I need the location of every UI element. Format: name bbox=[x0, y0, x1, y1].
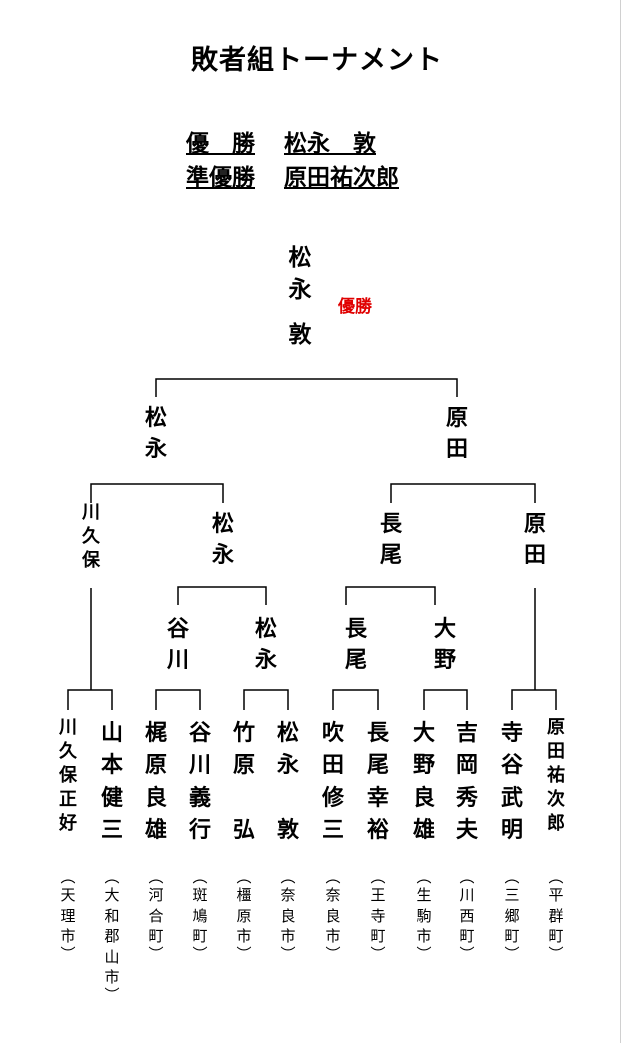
player-town: ︵奈良市︶ bbox=[280, 868, 296, 963]
final-left: 松永 bbox=[144, 406, 167, 462]
quarter-c: 長尾 bbox=[344, 617, 367, 673]
player-town: ︵三郷町︶ bbox=[504, 868, 520, 963]
semi-b: 松永 bbox=[211, 512, 234, 568]
player-town: ︵奈良市︶ bbox=[325, 868, 341, 963]
player-name: 吹田修三 bbox=[321, 721, 344, 843]
runner-up-label: 準優勝 bbox=[186, 165, 255, 191]
player-town: ︵大和郡山市︶ bbox=[104, 868, 120, 1004]
player-town: ︵平群町︶ bbox=[548, 868, 564, 963]
player-town: ︵橿原市︶ bbox=[236, 868, 252, 963]
player-name: 谷川義行 bbox=[188, 721, 211, 843]
semi-d: 原田 bbox=[523, 512, 546, 568]
player-name: 川久保正好 bbox=[59, 717, 77, 835]
winner-name: 松 永 敦 bbox=[288, 245, 312, 349]
page-border bbox=[620, 0, 621, 1043]
runner-up-name: 原田祐次郎 bbox=[284, 165, 399, 191]
player-name: 長尾幸裕 bbox=[366, 721, 389, 843]
player-name: 大野良雄 bbox=[412, 721, 435, 843]
player-town: ︵斑鳩町︶ bbox=[192, 868, 208, 963]
player-name: 吉岡秀夫 bbox=[455, 721, 478, 843]
semi-c: 長尾 bbox=[379, 512, 402, 568]
final-right: 原田 bbox=[445, 406, 468, 462]
player-name: 原田祐次郎 bbox=[547, 717, 565, 835]
player-name: 山本健三 bbox=[100, 721, 123, 843]
champion-name: 松永 敦 bbox=[284, 131, 376, 157]
quarter-d: 大野 bbox=[433, 617, 456, 673]
player-town: ︵天理市︶ bbox=[60, 868, 76, 963]
player-town: ︵生駒市︶ bbox=[416, 868, 432, 963]
winner-badge: 優勝 bbox=[338, 297, 372, 317]
player-name: 竹原弘 bbox=[232, 721, 255, 843]
player-name: 梶原良雄 bbox=[144, 721, 167, 843]
quarter-a: 谷川 bbox=[166, 617, 189, 673]
player-town: ︵王寺町︶ bbox=[370, 868, 386, 963]
player-town: ︵河合町︶ bbox=[148, 868, 164, 963]
player-name: 松永敦 bbox=[276, 721, 299, 843]
champion-label: 優 勝 bbox=[186, 131, 255, 157]
quarter-b: 松永 bbox=[254, 617, 277, 673]
page-title: 敗者組トーナメント bbox=[191, 45, 443, 76]
player-town: ︵川西町︶ bbox=[459, 868, 475, 963]
player-name: 寺谷武明 bbox=[500, 721, 523, 843]
semi-a: 川久保 bbox=[82, 502, 100, 572]
